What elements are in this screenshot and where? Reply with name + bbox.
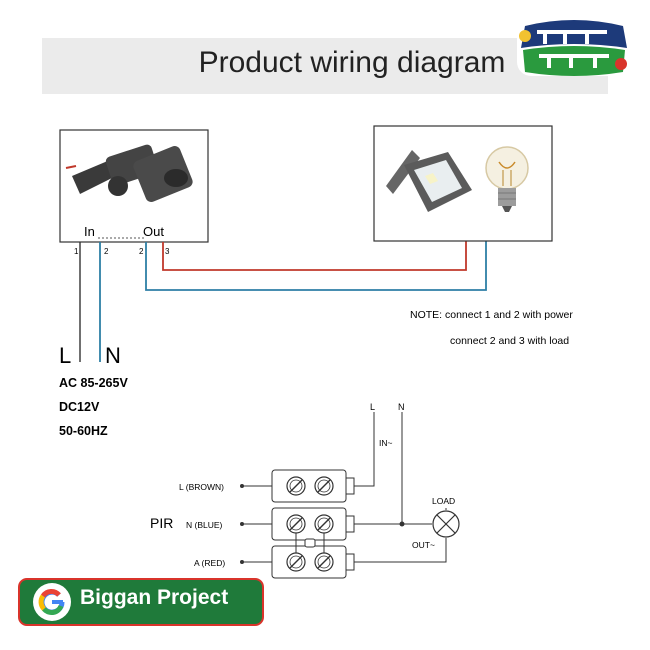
schematic-l-label: L <box>370 402 375 412</box>
biggan-project-badge <box>18 578 264 626</box>
g-letter-icon <box>38 588 65 615</box>
terminal-1: 1 <box>74 247 79 256</box>
screw-icon <box>286 514 306 534</box>
sensor-out-label: Out <box>143 224 164 239</box>
wire-label-red: A (RED) <box>194 558 225 568</box>
schematic-pir-label: PIR <box>150 515 173 531</box>
terminal-2a: 2 <box>104 247 109 256</box>
screw-icon <box>314 476 334 496</box>
note-line-2: connect 2 and 3 with load <box>450 335 569 347</box>
load-wire-blue <box>145 241 487 291</box>
spec-frequency: 50-60HZ <box>59 424 108 438</box>
terminal-block <box>271 469 355 579</box>
schematic-n-label: N <box>398 402 405 412</box>
light-bulb-icon <box>485 146 529 212</box>
brand-logo <box>517 20 631 76</box>
screw-icon <box>314 514 334 534</box>
wire-label-blue: N (BLUE) <box>186 520 223 530</box>
power-l-label: L <box>59 343 71 368</box>
terminal-2b: 2 <box>139 247 144 256</box>
schematic-load-label: LOAD <box>432 496 455 506</box>
terminal-3: 3 <box>165 247 170 256</box>
screw-icon <box>286 476 306 496</box>
power-n-label: N <box>105 343 121 368</box>
spec-voltage-ac: AC 85-265V <box>59 376 128 390</box>
wire-label-brown: L (BROWN) <box>179 482 224 492</box>
badge-text: Biggan Project <box>80 586 229 609</box>
note-line-1: NOTE: connect 1 and 2 with power <box>410 309 573 321</box>
load-lamp-icon <box>432 510 460 538</box>
schematic-in-label: IN~ <box>379 438 393 448</box>
motion-sensor-icon <box>65 144 193 202</box>
spec-voltage-dc: DC12V <box>59 400 100 414</box>
load-wire-red <box>162 241 467 271</box>
screw-icon <box>286 552 306 572</box>
title-bar: Product wiring diagram <box>42 38 608 94</box>
page-title: Product wiring diagram <box>198 46 506 79</box>
floodlight-icon <box>386 150 472 212</box>
screw-icon <box>314 552 334 572</box>
sensor-in-label: In <box>84 224 95 239</box>
schematic-out-label: OUT~ <box>412 540 435 550</box>
